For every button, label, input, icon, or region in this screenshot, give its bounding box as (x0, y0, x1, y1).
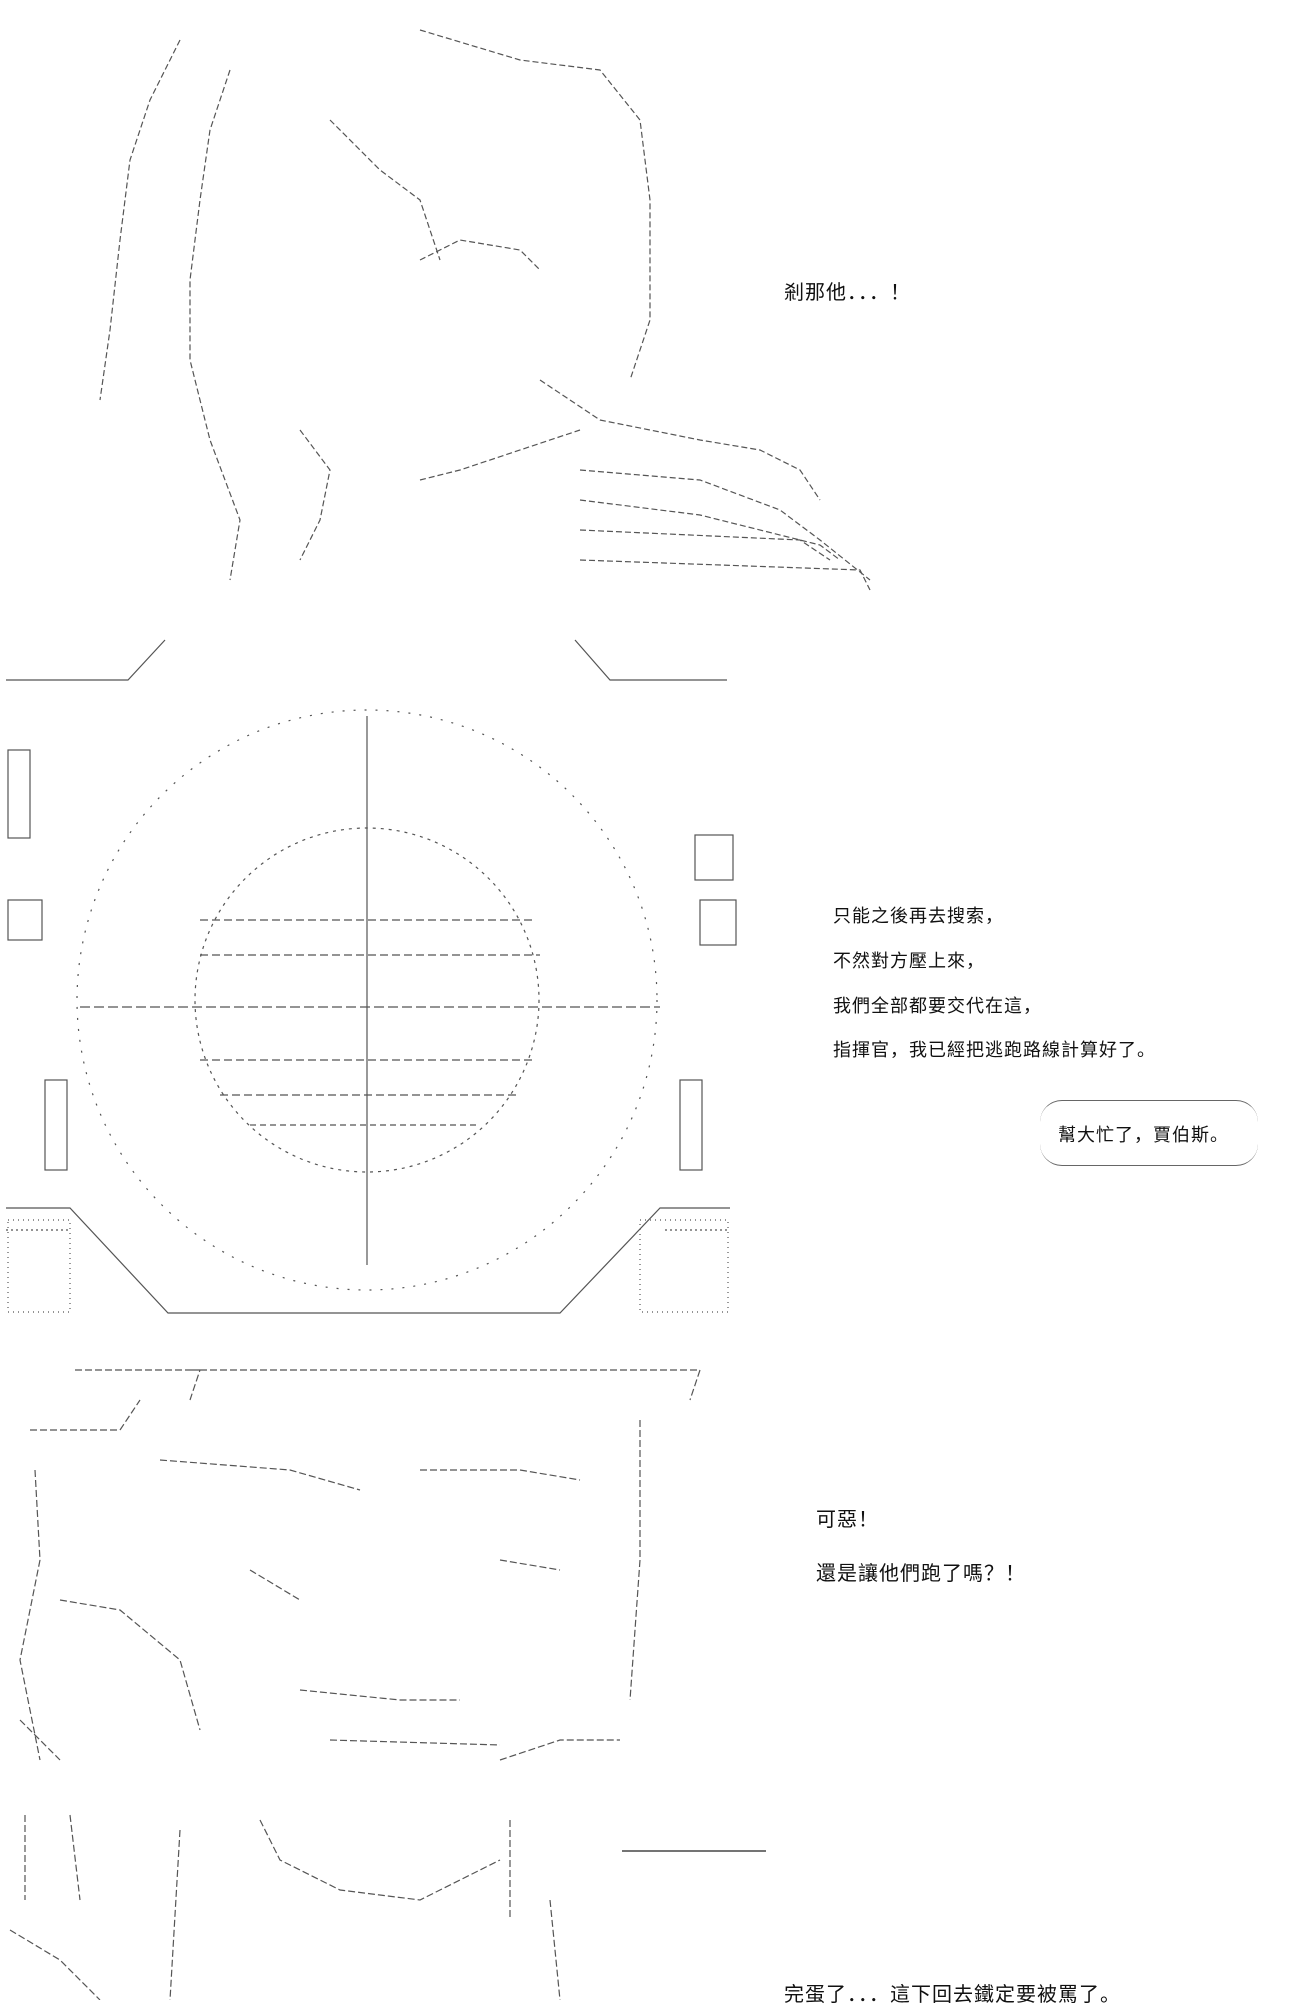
dialogue-line: 我們全部都要交代在這， (833, 996, 1042, 1017)
dialogue-line: 還是讓他們跑了嗎？！ (816, 1561, 1026, 1585)
panel-3-character-art (19, 1369, 701, 1761)
dialogue-line: 完蛋了．．．這下回去鐵定要被罵了。 (784, 1982, 1121, 2006)
panel-1-border (6, 639, 727, 681)
speech-bubble: 幫大忙了，賈伯斯。 (1040, 1100, 1258, 1166)
dialogue-line: 剎那他．．．！ (784, 280, 911, 304)
panel-1-character-art (99, 29, 871, 591)
dialogue-line: 不然對方壓上來， (833, 951, 985, 972)
dialogue-line: 可惡！ (816, 1507, 879, 1531)
panel-2-scope-art (6, 709, 737, 1314)
panel-4-character-art (9, 1814, 561, 2000)
dialogue-line: 只能之後再去搜索， (833, 906, 1004, 927)
dialogue-line: 指揮官，我已經把逃跑路線計算好了。 (833, 1040, 1156, 1061)
bubble-text: 幫大忙了，賈伯斯。 (1058, 1125, 1229, 1146)
